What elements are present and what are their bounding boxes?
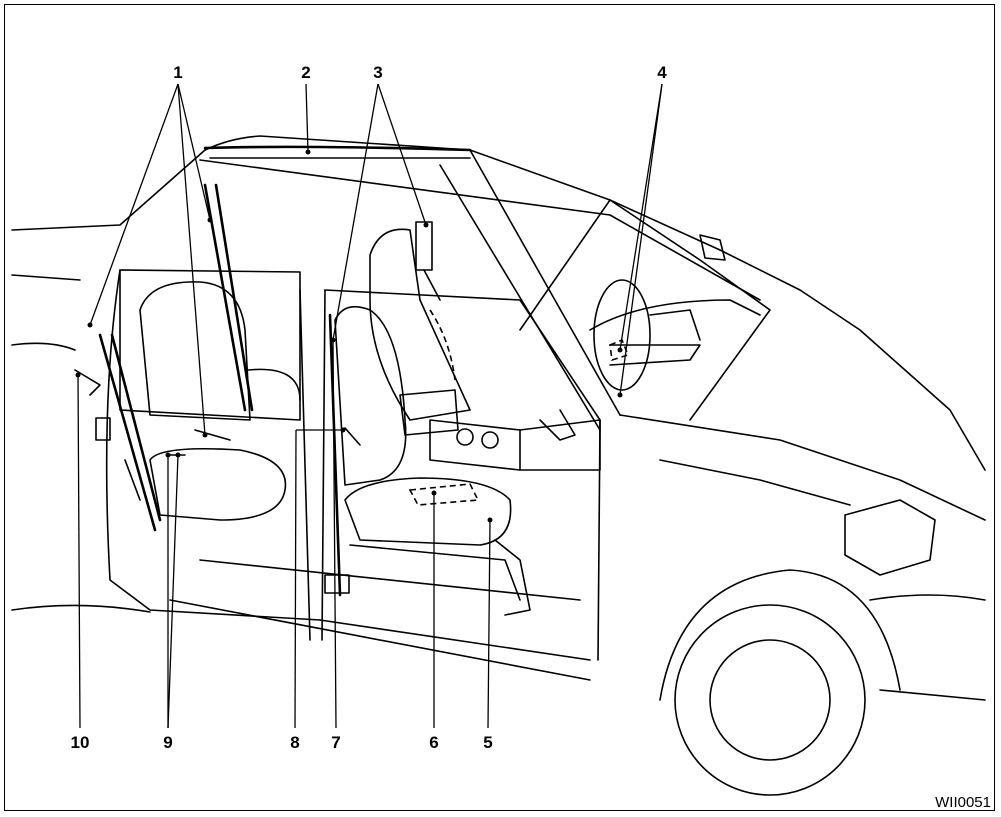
dashboard [589,279,761,391]
figure-frame [4,4,995,811]
callout-labels: 1 2 3 4 5 6 7 8 9 10 [71,63,668,752]
callout-2: 2 [301,63,310,82]
figure-code: WII0051 [935,794,991,811]
callout-6: 6 [429,733,438,752]
leader-lines [77,83,663,729]
callout-1: 1 [173,63,182,82]
callout-7: 7 [331,733,340,752]
front-seats [334,228,601,616]
callout-9: 9 [163,733,172,752]
seatbelt-components [74,145,472,597]
callout-8: 8 [290,733,299,752]
callout-10: 10 [71,733,90,752]
callout-4: 4 [657,63,667,82]
rear-seat [139,281,301,521]
leader-dots [75,149,623,523]
vehicle-body [11,135,986,796]
callout-5: 5 [483,733,492,752]
callout-3: 3 [373,63,382,82]
